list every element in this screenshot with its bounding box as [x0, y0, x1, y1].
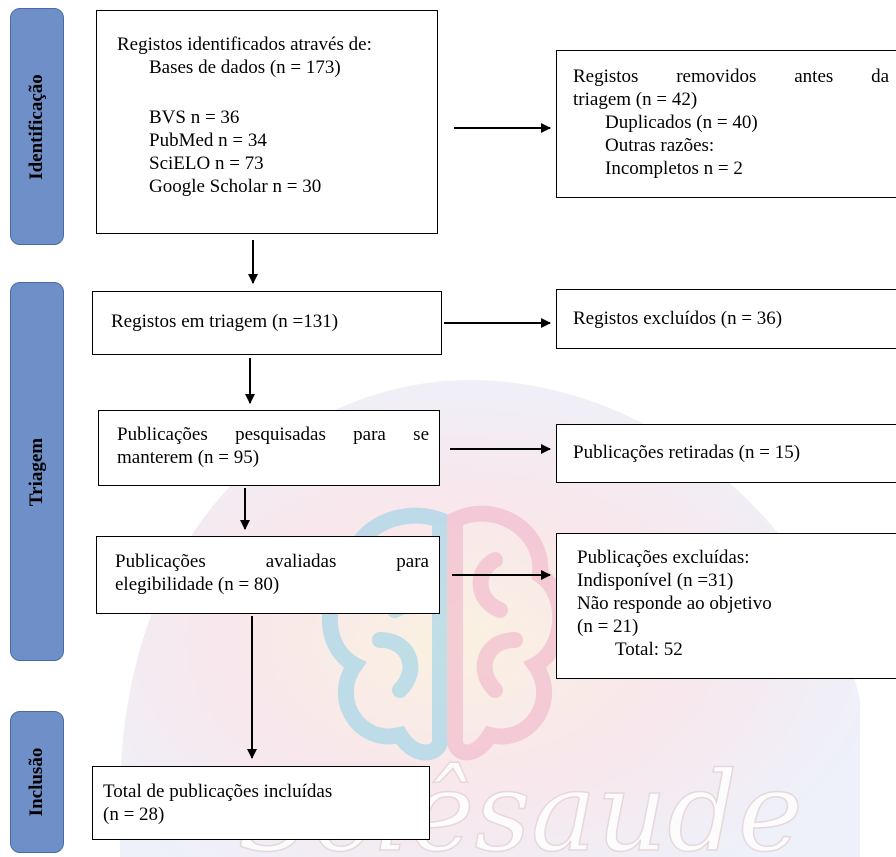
duplicates-count: Duplicados (n = 40)	[605, 112, 758, 133]
not-objective: Não responde ao objetivo	[577, 593, 772, 614]
not-objective-count: (n = 21)	[577, 616, 639, 637]
excluded-publications-box: Publicações excluídas: Indisponível (n =…	[556, 533, 896, 679]
excluded-total: Total: 52	[615, 639, 683, 660]
sought-line1: Publicações pesquisadas para se	[117, 424, 429, 445]
screened-text: Registos em triagem (n =131)	[111, 311, 339, 332]
removed-records-box: Registos removidos antes da triagem (n =…	[556, 50, 896, 198]
included-line2: (n = 28)	[103, 804, 165, 825]
included-box: Total de publicações incluídas (n = 28)	[92, 766, 430, 840]
databases-count: Bases de dados (n = 173)	[149, 57, 341, 78]
withdrawn-box: Publicações retiradas (n = 15)	[556, 424, 896, 483]
other-reasons: Outras razões:	[605, 135, 715, 156]
included-line1: Total de publicações incluídas	[103, 781, 333, 802]
identified-records-box: Registos identificados através de: Bases…	[96, 10, 438, 234]
excluded-records-box: Registos excluídos (n = 36)	[556, 289, 896, 349]
assessed-publications-box: Publicações avaliadas para elegibilidade…	[96, 536, 440, 614]
excluded-pubs-title: Publicações excluídas:	[577, 547, 750, 568]
phase-identification: Identificação	[10, 8, 64, 245]
screened-records-box: Registos em triagem (n =131)	[92, 291, 442, 355]
source-pubmed: PubMed n = 34	[149, 130, 267, 151]
source-google-scholar: Google Scholar n = 30	[149, 176, 322, 197]
phase-inclusion: Inclusão	[10, 711, 64, 853]
source-bvs: BVS n = 36	[149, 107, 240, 128]
assessed-line1: Publicações avaliadas para	[115, 551, 429, 572]
assessed-line2: elegibilidade (n = 80)	[115, 574, 280, 595]
unavailable-count: Indisponível (n =31)	[577, 570, 734, 591]
watermark-blob-icon	[120, 380, 860, 857]
phase-screening: Triagem	[10, 282, 64, 661]
sought-publications-box: Publicações pesquisadas para se manterem…	[98, 410, 440, 486]
incomplete-count: Incompletos n = 2	[605, 158, 743, 179]
source-scielo: SciELO n = 73	[149, 153, 264, 174]
identified-title: Registos identificados através de:	[117, 34, 372, 55]
sought-line2: manterem (n = 95)	[117, 447, 260, 468]
removed-line1: Registos removidos antes da	[573, 66, 889, 87]
removed-line2: triagem (n = 42)	[573, 89, 698, 110]
withdrawn-text: Publicações retiradas (n = 15)	[573, 442, 801, 463]
excluded-records-text: Registos excluídos (n = 36)	[573, 308, 783, 329]
